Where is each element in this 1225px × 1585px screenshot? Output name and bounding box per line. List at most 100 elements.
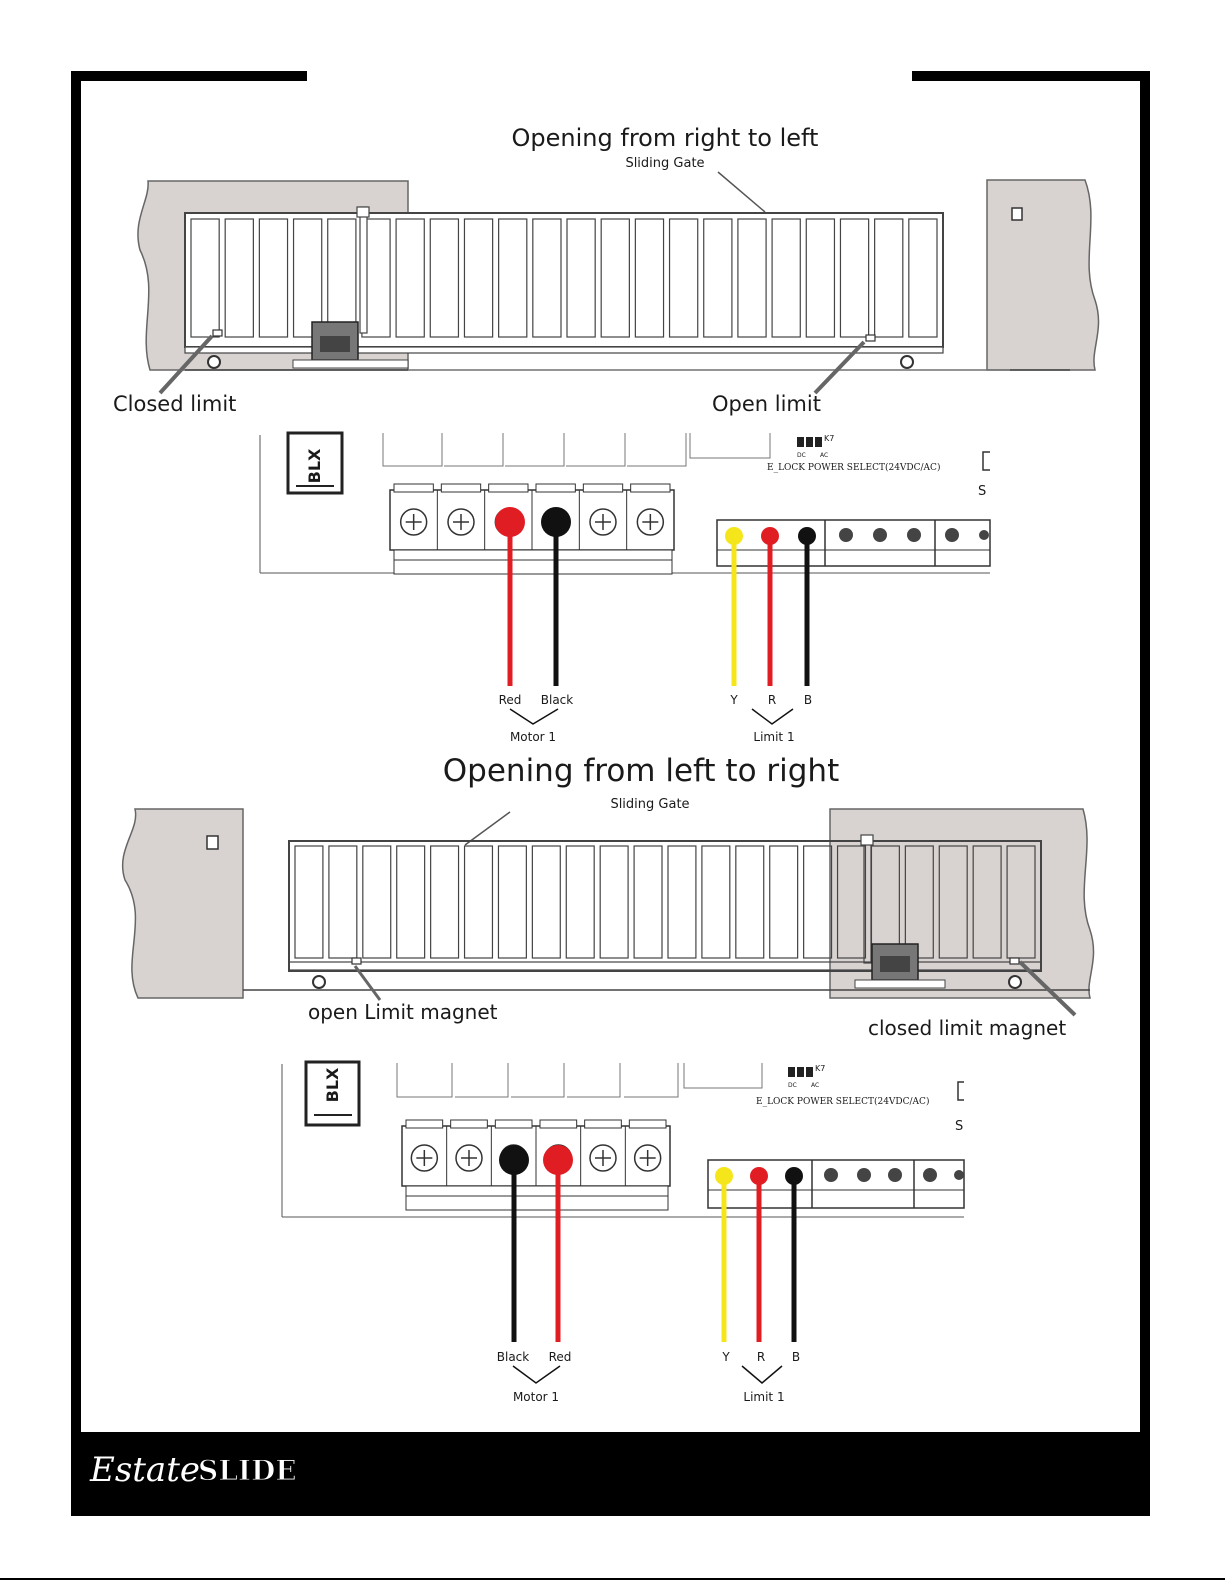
limit-terminal-black	[785, 1167, 803, 1185]
jumper-k7: K7 DC AC	[788, 1064, 825, 1089]
jumper-k7: K7 DC AC	[797, 434, 834, 459]
limit-terminal-red	[761, 527, 779, 545]
jumper-label: K7	[815, 1064, 825, 1073]
gate-bar	[737, 218, 767, 338]
limit-group-label: Limit 1	[743, 1390, 784, 1404]
limit-group-label: Limit 1	[753, 730, 794, 744]
limit-terminal-yellow	[715, 1167, 733, 1185]
gate-bar	[703, 218, 733, 338]
gate-bar	[972, 845, 1002, 959]
open-limit-label: Open limit	[712, 392, 821, 416]
jumper-dc-label: DC	[788, 1082, 797, 1089]
limit-wire-label: B	[792, 1350, 800, 1364]
closed-limit-magnet	[1009, 957, 1020, 965]
gate-bar	[771, 218, 801, 338]
gate-bar	[328, 845, 358, 959]
gate-bar	[395, 218, 425, 338]
terminal-cap	[630, 483, 671, 493]
gate-bar	[668, 218, 699, 338]
section1-gate-label: Sliding Gate	[625, 156, 704, 171]
gate-bar	[532, 218, 562, 338]
open-limit-pointer	[813, 340, 866, 395]
terminal-cap	[393, 483, 434, 493]
motor-group-label: Motor 1	[513, 1390, 559, 1404]
elock-power-label: E_LOCK POWER SELECT(24VDC/AC)	[767, 462, 940, 473]
gate-bar	[497, 845, 527, 959]
terminal-cap	[440, 483, 482, 493]
gate-bar	[633, 845, 663, 959]
control-board-2: BLX K7 DC AC E_LOCK POWER SELECT(24VDC/A…	[281, 1060, 965, 1218]
motor-wire-label: Red	[549, 1350, 572, 1364]
gate-bar	[634, 218, 665, 338]
gate-bar	[701, 845, 731, 959]
section2-title: Opening from left to right	[443, 753, 839, 789]
gate-bars	[294, 845, 1036, 959]
gate-bar	[498, 218, 528, 338]
terminal-cap	[539, 1119, 578, 1129]
open-limit-pointer	[353, 965, 382, 1001]
gate-wheel	[207, 355, 221, 369]
left-wall	[121, 808, 244, 999]
open-limit-magnet-label: open Limit magnet	[308, 1000, 498, 1024]
open-limit-magnet	[865, 334, 876, 342]
sliding-gate	[184, 212, 944, 348]
closed-limit-magnet-label: closed limit magnet	[868, 1016, 1066, 1040]
gate-bar	[292, 218, 323, 338]
gate-bar	[805, 218, 836, 338]
closed-limit-pointer	[158, 334, 214, 395]
motor-terminal-red	[543, 1145, 573, 1175]
closed-limit-label: Closed limit	[113, 392, 236, 416]
footer-bar	[71, 1432, 1150, 1516]
terminal-cap	[582, 483, 624, 493]
gate-label-pointer	[464, 811, 511, 846]
limit-terminal-block	[716, 519, 991, 567]
terminal-cap	[405, 1119, 444, 1129]
right-wall	[986, 179, 1100, 371]
gate-bar	[566, 218, 596, 338]
closed-limit-pointer	[1018, 960, 1077, 1017]
open-limit-magnet	[351, 957, 362, 965]
limit-wire-label: B	[804, 693, 812, 707]
jumper-ac-label: AC	[811, 1082, 819, 1089]
jumper-ac-label: AC	[820, 452, 828, 459]
gate-motor	[854, 943, 946, 989]
brand-script: Estate	[89, 1450, 200, 1490]
gate-bar	[294, 845, 324, 959]
terminal-cap	[450, 1119, 488, 1129]
limit-wire-label: Y	[721, 1350, 730, 1364]
gate-bar	[874, 218, 904, 338]
limit-terminal-yellow	[725, 527, 743, 545]
gate-wheel	[900, 355, 914, 369]
gate-bar	[735, 845, 765, 959]
sliding-gate	[288, 840, 1042, 972]
gate-bar	[190, 218, 220, 338]
elock-power-label: E_LOCK POWER SELECT(24VDC/AC)	[756, 1096, 929, 1107]
gate-bar	[839, 218, 870, 338]
motor-terminal-red	[495, 507, 525, 537]
board-edge-letter: S	[955, 1119, 963, 1134]
gate-wheel	[1008, 975, 1022, 989]
section2-gate-label: Sliding Gate	[610, 797, 689, 812]
gate-bar	[531, 845, 561, 959]
limit-wire-label: Y	[729, 693, 738, 707]
motor-wire-label: Red	[499, 693, 522, 707]
gate-bar	[430, 845, 460, 959]
motor-wire-label: Black	[541, 693, 574, 707]
limit-wire-label: R	[757, 1350, 765, 1364]
limit-terminal-block	[707, 1159, 965, 1209]
page-frame	[71, 71, 1150, 1516]
terminal-cap	[535, 483, 576, 493]
gate-bar	[667, 845, 697, 959]
control-board-1: BLX K7 DC AC E_LOCK POWER SELECT(24VDC/A…	[259, 431, 991, 575]
section1-title: Opening from right to left	[512, 124, 819, 152]
gate-bar	[599, 845, 629, 959]
terminal-cap	[494, 1119, 533, 1129]
gate-bar	[396, 845, 426, 959]
board-model-text: BLX	[305, 448, 324, 483]
gate-motor	[292, 321, 409, 369]
gate-bar	[429, 218, 460, 338]
gate-bars	[190, 218, 938, 338]
limit-terminal-black	[798, 527, 816, 545]
terminal-cap	[488, 483, 529, 493]
